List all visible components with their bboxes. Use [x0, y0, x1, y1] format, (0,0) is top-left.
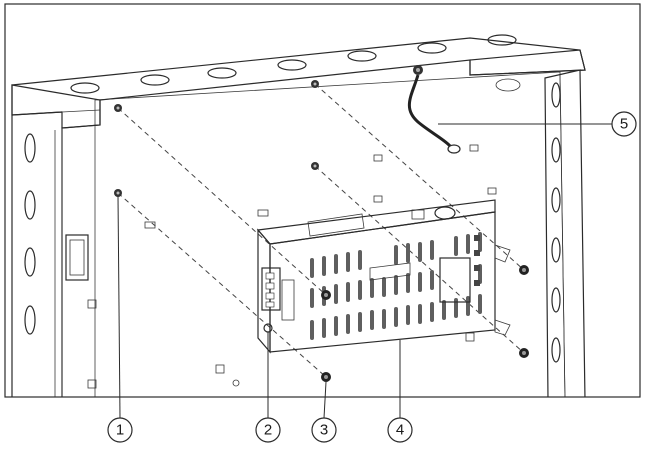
top-knockouts — [70, 34, 517, 94]
screw-mid-left — [114, 189, 122, 197]
enclosure — [5, 4, 640, 397]
vent-slots — [310, 232, 482, 340]
callout-label-1: 1 — [116, 422, 124, 439]
screws — [114, 80, 319, 197]
callout-label-5: 5 — [620, 116, 628, 133]
left-bracket — [65, 234, 89, 281]
screw-top-center — [311, 80, 319, 88]
right-knockouts — [551, 82, 561, 363]
callout-4: 4 — [387, 417, 413, 443]
callout-label-3: 3 — [320, 422, 328, 439]
nuts — [321, 265, 529, 382]
callout-label-2: 2 — [264, 422, 272, 439]
leader-lines — [117, 123, 612, 419]
background-panel — [5, 4, 640, 397]
ground-wire — [407, 65, 461, 154]
right-top-bracket — [469, 49, 586, 76]
screw-mid-center — [311, 162, 319, 170]
nut-lower-left — [321, 372, 331, 382]
callout-5: 5 — [611, 111, 637, 137]
callout-1: 1 — [107, 417, 133, 443]
screw-top-left — [114, 104, 122, 112]
nut-upper-left — [321, 290, 331, 300]
callout-3: 3 — [311, 417, 337, 443]
nut-upper-right — [519, 265, 529, 275]
callout-2: 2 — [255, 417, 281, 443]
power-module — [256, 199, 511, 354]
alignment-lines — [117, 83, 525, 378]
callout-label-4: 4 — [396, 422, 404, 439]
left-knockouts — [24, 133, 36, 335]
frame-border — [4, 3, 641, 398]
nut-lower-right — [519, 348, 529, 358]
right-wall — [544, 69, 586, 397]
